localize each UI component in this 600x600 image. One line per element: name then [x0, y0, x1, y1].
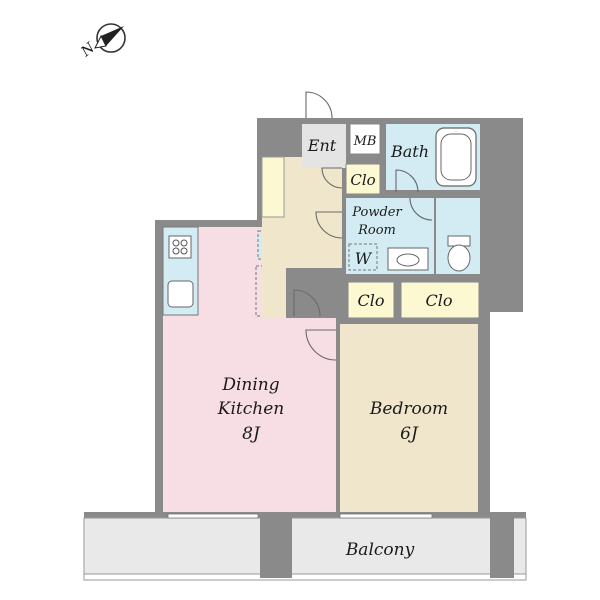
stove-burner-4: [180, 247, 188, 255]
entrance-floor: [302, 124, 346, 168]
bedroom-floor: [340, 324, 478, 512]
powder-room-label-line2: Room: [357, 223, 396, 238]
stove-burner-1: [172, 239, 180, 247]
dining-label-line1: Dining: [221, 375, 279, 395]
balcony-floor: [83, 517, 527, 575]
powder-room: Powder Room W: [315, 197, 434, 274]
closet-left-rect: [347, 281, 395, 319]
stove-burner-2: [180, 239, 188, 247]
powder-room-door-icon[interactable]: [315, 211, 343, 239]
dining-size-label: 8J: [242, 424, 261, 444]
stove-burner-3: [172, 247, 180, 255]
washbasin-bowl: [396, 253, 420, 267]
powder-room-inner-door-icon[interactable]: [409, 197, 433, 221]
bathtub-icon: [435, 127, 477, 187]
washbasin-icon: [387, 247, 429, 271]
dining-door-icon[interactable]: [293, 289, 321, 317]
bath-label: Bath: [390, 142, 429, 161]
compass: N: [78, 23, 126, 61]
entrance-door-icon[interactable]: [305, 91, 333, 119]
compass-north-label: N: [78, 39, 99, 60]
sink-icon: [167, 280, 194, 308]
balcony-pillar-right: [490, 512, 514, 578]
entrance: Ent: [302, 91, 346, 168]
closet-hall-door-icon[interactable]: [321, 167, 343, 189]
toilet-bowl-icon: [447, 244, 471, 272]
entrance-label: Ent: [307, 136, 337, 155]
closet-hall: Clo: [321, 163, 381, 195]
balcony-pillar-left: [260, 512, 292, 578]
balcony-label: Balcony: [345, 540, 415, 560]
hallway-shelf: [261, 156, 285, 218]
closet-hall-rect: [345, 163, 381, 195]
closet-left: Clo: [347, 281, 395, 351]
compass-circle: [96, 23, 126, 53]
stove-icon: [168, 235, 192, 259]
bath-door-icon[interactable]: [395, 169, 419, 193]
closet-left-label: Clo: [358, 291, 385, 310]
bedroom-size-label: 6J: [400, 424, 419, 444]
powder-room-label-line1: Powder: [351, 205, 402, 220]
meter-box-label: MB: [353, 134, 377, 149]
window-bedroom: [339, 513, 433, 519]
washer-space: [348, 243, 378, 271]
hallway: [261, 156, 342, 318]
closet-right-rect: [400, 281, 480, 319]
bath: Bath: [386, 124, 480, 193]
closet-hall-label: Clo: [350, 171, 375, 189]
compass-arrow-icon: [101, 26, 124, 46]
wall-balcony-bottom: [84, 512, 526, 520]
balcony-rail: [83, 573, 527, 581]
bedroom-door-icon[interactable]: [305, 329, 337, 361]
window-dining: [167, 513, 259, 519]
meter-box-rect: [349, 123, 381, 155]
closet-right: Clo: [400, 281, 480, 355]
wall-step-right: [478, 118, 523, 156]
bathtub-inner: [440, 133, 472, 181]
bedroom: Bedroom 6J: [340, 324, 478, 512]
bedroom-label: Bedroom: [369, 399, 448, 419]
wall-right-lower: [478, 140, 490, 520]
closet-right-label: Clo: [426, 291, 453, 310]
toilet: [436, 198, 480, 274]
compass-arrow-tail: [94, 34, 107, 49]
meter-box: MB: [349, 123, 381, 155]
washer-label: W: [355, 249, 373, 268]
hallway-inner-wall: [286, 268, 342, 318]
dining-label-line2: Kitchen: [217, 399, 284, 419]
balcony: Balcony: [83, 512, 527, 581]
